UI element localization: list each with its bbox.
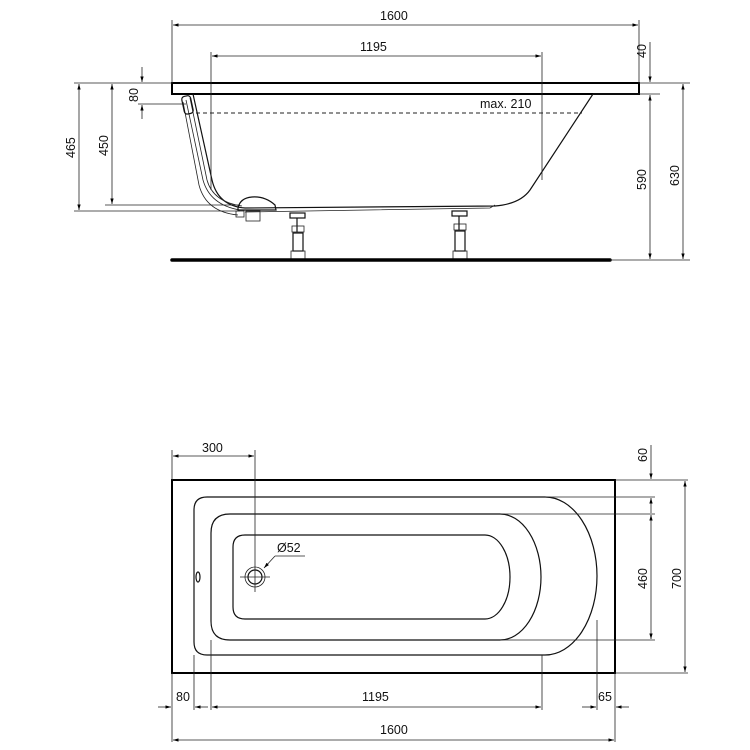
dim-tub-body-height-label: 590 [635,169,649,190]
drain-symbol [240,562,270,592]
top-view: Ø52 300 60 460 700 80 1195 65 [158,441,688,742]
dim-overall-length-top-label: 1600 [380,723,408,737]
tub-body-outline [192,93,594,209]
dim-height-drain-outer-label: 465 [64,137,78,158]
drain-waste [237,196,277,211]
dim-total-height-label: 630 [668,165,682,186]
tub-rim-inner-contour [193,496,598,656]
dim-left-rim-label: 80 [176,690,190,704]
adjustable-leg-left [289,212,306,260]
overflow-head [181,95,194,115]
dim-height-drain-inner-label: 450 [97,135,111,156]
dim-right-rim-label: 65 [598,690,612,704]
overflow-pipe [182,97,243,216]
dim-overall-length-label: 1600 [380,9,408,23]
dim-overflow-depth-label: 80 [127,88,141,102]
dim-inner-length-label: 1195 [360,40,387,54]
tub-outer-rim [171,479,616,674]
dim-inner-length-top-label: 1195 [362,690,389,704]
overflow-slot [195,571,201,583]
drain-trap [245,210,261,222]
trap-connector [235,210,245,218]
max-water-label: max. 210 [480,97,531,111]
dim-drain-offset-label: 300 [202,441,223,455]
adjustable-leg-right [451,210,468,260]
drain-leader [263,555,276,569]
tub-basin-contour [210,513,542,641]
tub-rim [171,82,640,95]
dim-rim-thickness-label: 40 [635,44,649,58]
dim-inner-width-label: 460 [636,568,650,589]
tub-bottom-flange [244,204,496,213]
side-view: max. 210 1600 [64,9,690,262]
dim-rim-width-top-label: 60 [636,448,650,462]
dim-overall-width-label: 700 [670,568,684,589]
drain-diameter-label: Ø52 [277,541,301,555]
tub-floor-contour [232,534,511,620]
